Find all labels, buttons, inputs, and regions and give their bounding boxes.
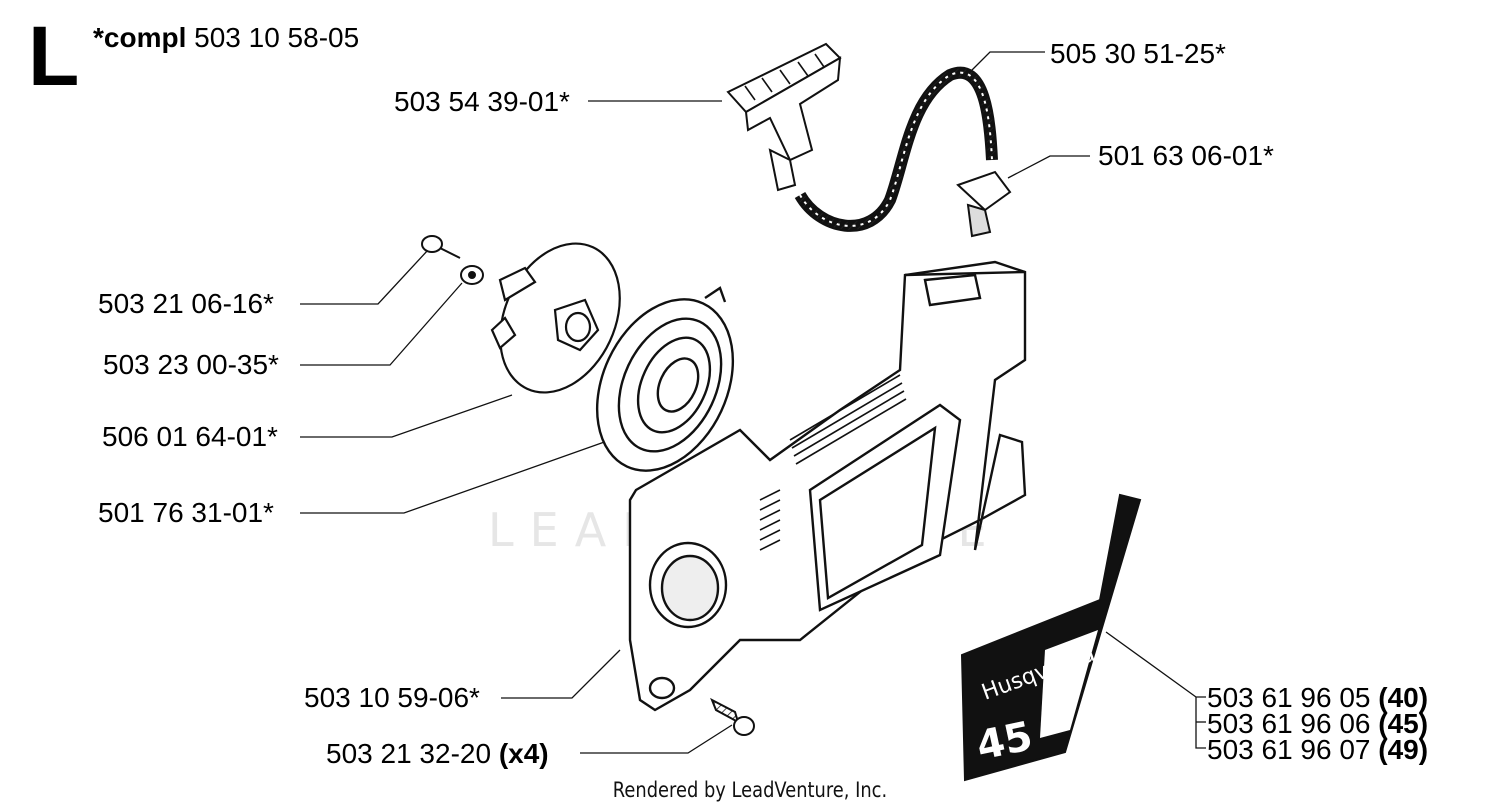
footer-credit: Rendered by LeadVenture, Inc. xyxy=(612,778,888,802)
decal-40-variant: (40) xyxy=(1378,682,1429,713)
housing-screw-qty: (x4) xyxy=(498,738,549,769)
part-label-starter-housing[interactable]: 503 10 59-06* xyxy=(304,682,480,713)
compl-number: 503 10 58-05 xyxy=(194,22,360,53)
screw-washer-drawing xyxy=(421,235,484,285)
part-label-handle[interactable]: 503 54 39-01* xyxy=(394,86,570,117)
part-label-rope-pulley[interactable]: 506 01 64-01* xyxy=(102,421,278,452)
starter-rope-drawing xyxy=(794,66,998,232)
rope-guide-drawing xyxy=(956,170,1012,238)
housing-screw-number: 503 21 32-20 xyxy=(326,738,492,769)
part-label-rope-guide[interactable]: 501 63 06-01* xyxy=(1098,140,1274,171)
compl-prefix: *compl xyxy=(93,22,187,53)
part-label-decal-49[interactable]: 503 61 96 07 (49) xyxy=(1207,736,1428,764)
part-label-screw[interactable]: 503 21 06-16* xyxy=(98,288,274,319)
decal-drawing: Husqvarna 45 xyxy=(960,493,1142,782)
decal-40-number: 503 61 96 05 xyxy=(1207,682,1371,713)
decal-45-variant: (45) xyxy=(1378,708,1429,739)
part-label-decal-45[interactable]: 503 61 96 06 (45) xyxy=(1207,710,1428,738)
part-label-decal-40[interactable]: 503 61 96 05 (40) xyxy=(1207,684,1428,712)
decal-49-number: 503 61 96 07 xyxy=(1207,734,1371,765)
part-label-washer[interactable]: 503 23 00-35* xyxy=(103,349,279,380)
part-label-recoil-spring[interactable]: 501 76 31-01* xyxy=(98,497,274,528)
part-label-starter-rope[interactable]: 505 30 51-25* xyxy=(1050,38,1226,69)
starter-housing-drawing xyxy=(628,260,1027,712)
pulley-drawing xyxy=(490,242,621,394)
decal-45-number: 503 61 96 06 xyxy=(1207,708,1371,739)
section-letter: L xyxy=(28,9,80,103)
recoil-spring-drawing xyxy=(595,286,735,472)
part-label-housing-screw[interactable]: 503 21 32-20 (x4) xyxy=(326,740,549,768)
decal-model: 45 xyxy=(973,713,1037,770)
decal-49-variant: (49) xyxy=(1378,734,1429,765)
housing-screw-drawing xyxy=(710,697,755,736)
complete-assembly-label: *compl 503 10 58-05 xyxy=(93,24,359,52)
t-handle-drawing xyxy=(726,42,842,192)
